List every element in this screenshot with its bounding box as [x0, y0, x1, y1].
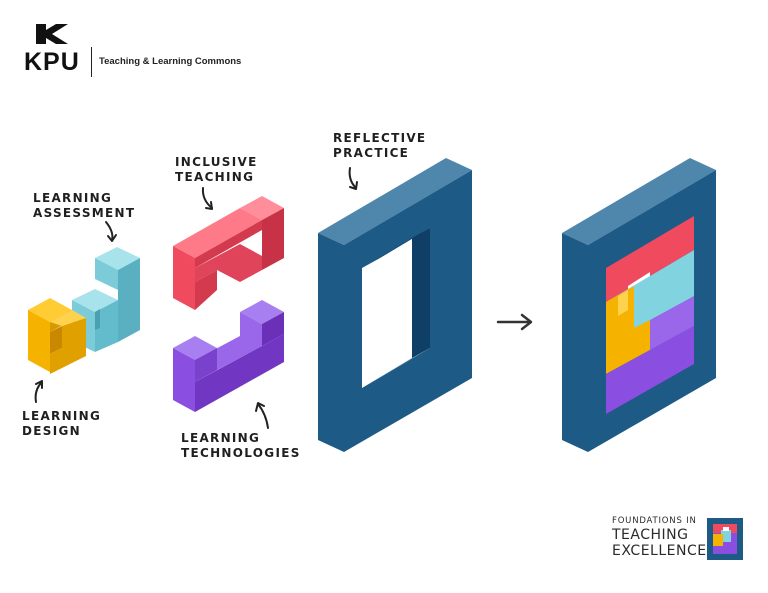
reflective-practice-line1: REFLECTIVE	[333, 131, 427, 145]
learning-technologies-line2: TECHNOLOGIES	[181, 446, 301, 460]
learning-assessment-label: LEARNING ASSESSMENT	[33, 191, 135, 221]
learning-technologies-block	[173, 300, 284, 412]
learning-design-block	[28, 298, 86, 374]
inclusive-teaching-line2: TEACHING	[175, 170, 255, 184]
reflective-practice-label: REFLECTIVE PRACTICE	[333, 131, 426, 161]
learning-technologies-label: LEARNING TECHNOLOGIES	[181, 431, 301, 461]
filled-frame	[562, 158, 716, 452]
learning-design-line1: LEARNING	[22, 409, 102, 423]
kpu-logo-icon	[36, 24, 68, 44]
reflective-practice-line2: PRACTICE	[333, 146, 410, 160]
kpu-logo-text: KPU	[24, 48, 80, 76]
learning-technologies-line1: LEARNING	[181, 431, 261, 445]
unit-name: Teaching & Learning Commons	[99, 56, 242, 67]
label-pointer-arrows	[34, 167, 358, 429]
inclusive-teaching-line1: INCLUSIVE	[175, 155, 258, 169]
fte-logo-icon	[707, 518, 743, 560]
inclusive-teaching-block	[173, 196, 284, 310]
learning-design-line2: DESIGN	[22, 424, 81, 438]
reflective-practice-frame	[318, 158, 472, 452]
fte-wordmark: FOUNDATIONS IN TEACHING EXCELLENCE	[612, 516, 707, 559]
fte-line2: TEACHING	[612, 527, 689, 543]
fte-line3: EXCELLENCE	[612, 543, 707, 559]
learning-assessment-line2: ASSESSMENT	[33, 206, 136, 220]
learning-assessment-line1: LEARNING	[33, 191, 113, 205]
transformation-arrow-icon	[496, 313, 533, 331]
fte-line1: FOUNDATIONS IN	[612, 516, 697, 526]
header-divider	[91, 47, 92, 77]
inclusive-teaching-label: INCLUSIVE TEACHING	[175, 155, 258, 185]
learning-design-label: LEARNING DESIGN	[22, 409, 101, 439]
